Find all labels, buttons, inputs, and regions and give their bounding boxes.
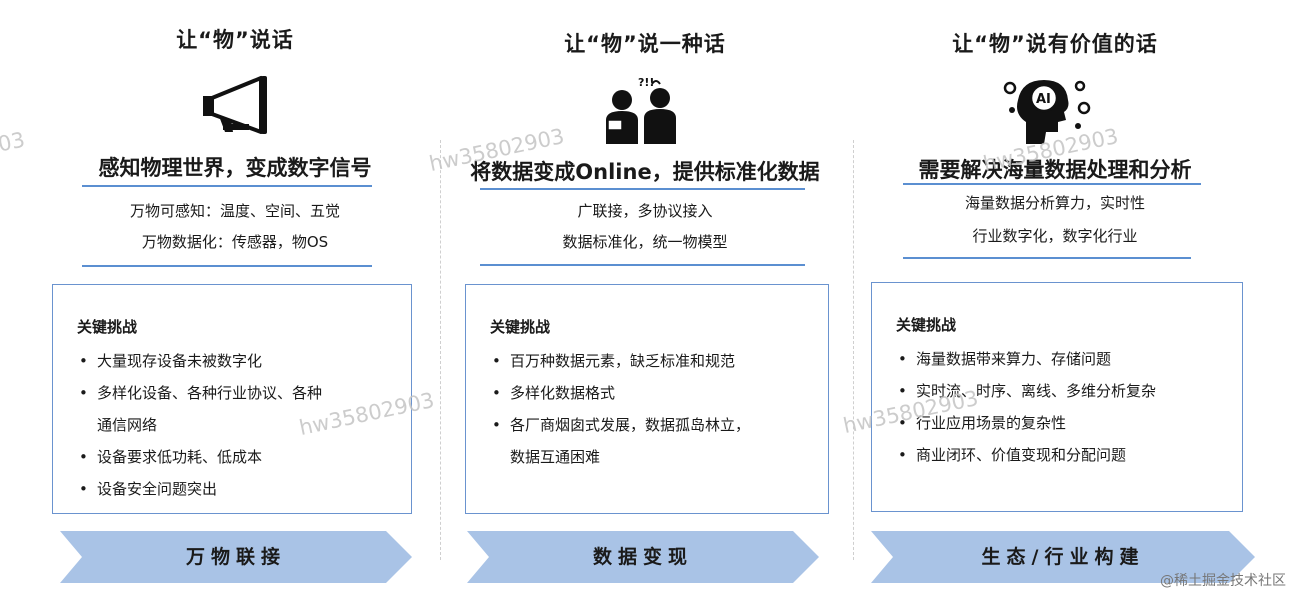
challenge-title: 关键挑战	[896, 316, 957, 334]
challenge-box: 关键挑战 海量数据带来算力、存储问题 实时流、时序、离线、多维分析复杂 行业应用…	[871, 282, 1243, 512]
source-credit: @稀土掘金技术社区	[1160, 573, 1286, 589]
list-item-continued: 通信网络	[97, 416, 158, 434]
list-item: 商业闭环、价值变现和分配问题	[896, 439, 1232, 471]
column-standardize: 让“物”说一种话 ?!! 将数据变成Online，提供标准化数据 广联接，多协议…	[445, 0, 845, 606]
list-item: 大量现存设备未被数字化	[77, 345, 401, 377]
column-title: 让“物”说一种话	[564, 32, 726, 56]
subline-1: 海量数据分析算力，实时性	[964, 194, 1145, 212]
column-divider	[440, 140, 441, 560]
subline-2: 万物数据化：传感器，物OS	[141, 233, 329, 251]
stage-label: 数据变现	[592, 546, 693, 568]
list-item: 设备要求低功耗、低成本	[77, 441, 401, 473]
stage-label: 万物联接	[185, 546, 286, 568]
stage-label: 生态/行业构建	[981, 546, 1145, 568]
list-item: 多样化数据格式	[490, 377, 818, 409]
list-item: 多样化设备、各种行业协议、各种	[77, 377, 401, 409]
challenge-box: 关键挑战 大量现存设备未被数字化 多样化设备、各种行业协议、各种 通信网络 设备…	[52, 284, 412, 514]
column-value: 让“物”说有价值的话 AI 需要解决海量数据处理和分析 海量数据分析算力，实时性…	[855, 0, 1255, 606]
list-item: 海量数据带来算力、存储问题	[896, 343, 1232, 375]
list-item: 百万种数据元素，缺乏标准和规范	[490, 345, 818, 377]
section-underline	[480, 264, 805, 266]
subline-2: 数据标准化，统一物模型	[562, 233, 728, 251]
heading-underline	[82, 185, 372, 187]
challenge-list: 百万种数据元素，缺乏标准和规范 多样化数据格式 各厂商烟囱式发展，数据孤岛林立，…	[490, 345, 818, 473]
ai-head-icon: AI	[1000, 74, 1100, 144]
icon-text: ?!!	[638, 76, 654, 89]
heading-underline	[903, 183, 1201, 185]
column-divider	[853, 140, 854, 560]
people-talking-icon: ?!!	[590, 74, 690, 144]
column-title: 让“物”说话	[176, 28, 294, 52]
heading-underline	[480, 188, 805, 190]
list-item: 各厂商烟囱式发展，数据孤岛林立，	[490, 409, 818, 441]
column-heading: 将数据变成Online，提供标准化数据	[470, 160, 820, 184]
section-underline	[82, 265, 372, 267]
challenge-list: 大量现存设备未被数字化 多样化设备、各种行业协议、各种 通信网络 设备要求低功耗…	[77, 345, 401, 505]
list-item: 实时流、时序、离线、多维分析复杂	[896, 375, 1232, 407]
subline-1: 万物可感知：温度、空间、五觉	[129, 202, 340, 220]
column-connect: 让“物”说话 感知物理世界，变成数字信号 万物可感知：温度、空间、五觉 万物数据…	[40, 0, 430, 606]
watermark: 03	[0, 127, 27, 157]
column-heading: 感知物理世界，变成数字信号	[98, 156, 372, 180]
megaphone-icon	[195, 74, 295, 144]
stage-arrow: 数据变现	[467, 531, 819, 583]
list-item: 行业应用场景的复杂性	[896, 407, 1232, 439]
icon-text: AI	[1036, 92, 1051, 107]
list-item: 设备安全问题突出	[77, 473, 401, 505]
subline-2: 行业数字化，数字化行业	[972, 227, 1138, 245]
subline-1: 广联接，多协议接入	[577, 202, 713, 220]
challenge-title: 关键挑战	[77, 318, 138, 336]
list-item-continued: 数据互通困难	[510, 448, 601, 466]
column-title: 让“物”说有价值的话	[952, 32, 1158, 56]
challenge-box: 关键挑战 百万种数据元素，缺乏标准和规范 多样化数据格式 各厂商烟囱式发展，数据…	[465, 284, 829, 514]
stage-arrow: 生态/行业构建	[871, 531, 1255, 583]
section-underline	[903, 257, 1191, 259]
challenge-title: 关键挑战	[490, 318, 551, 336]
column-heading: 需要解决海量数据处理和分析	[918, 158, 1192, 182]
challenge-list: 海量数据带来算力、存储问题 实时流、时序、离线、多维分析复杂 行业应用场景的复杂…	[896, 343, 1232, 471]
stage-arrow: 万物联接	[60, 531, 412, 583]
